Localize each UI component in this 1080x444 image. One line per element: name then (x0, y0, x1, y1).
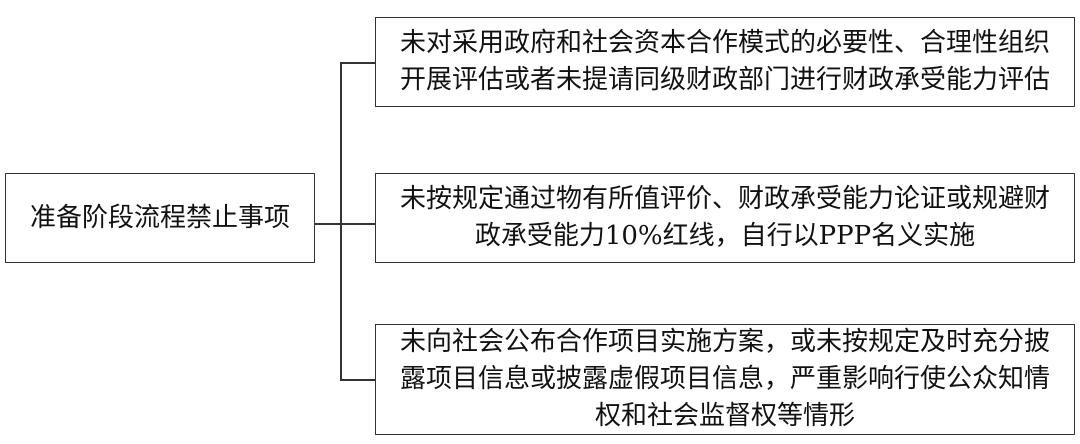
branch-connector-1 (340, 62, 375, 64)
branch-connector-3 (340, 379, 375, 381)
item-text-line: 未对采用政府和社会资本合作模式的必要性、合理性组织 (399, 28, 1050, 58)
item-text-line: 未向社会公布合作项目实施方案，或未按规定及时充分披 (399, 327, 1050, 357)
item-node-2: 未按规定通过物有所值评价、财政承受能力论证或规避财 政承受能力10%红线，自行以… (375, 173, 1075, 263)
item-text-line: 未按规定通过物有所值评价、财政承受能力论证或规避财 (399, 184, 1050, 214)
root-node: 准备阶段流程禁止事项 (5, 173, 315, 263)
root-connector (315, 223, 340, 225)
item-text-line: 政承受能力10%红线，自行以PPP名义实施 (474, 221, 976, 251)
item-text-line: 开展评估或者未提请同级财政部门进行财政承受能力评估 (399, 65, 1050, 95)
root-label: 准备阶段流程禁止事项 (29, 202, 290, 233)
item-node-3: 未向社会公布合作项目实施方案，或未按规定及时充分披 露项目信息或披露虚假项目信息… (375, 324, 1075, 435)
item-node-1: 未对采用政府和社会资本合作模式的必要性、合理性组织 开展评估或者未提请同级财政部… (375, 17, 1075, 107)
item-text-line: 权和社会监督权等情形 (594, 401, 855, 431)
vertical-connector (340, 62, 342, 380)
item-text-line: 露项目信息或披露虚假项目信息，严重影响行使公众知情 (399, 364, 1050, 394)
branch-connector-2 (340, 223, 375, 225)
